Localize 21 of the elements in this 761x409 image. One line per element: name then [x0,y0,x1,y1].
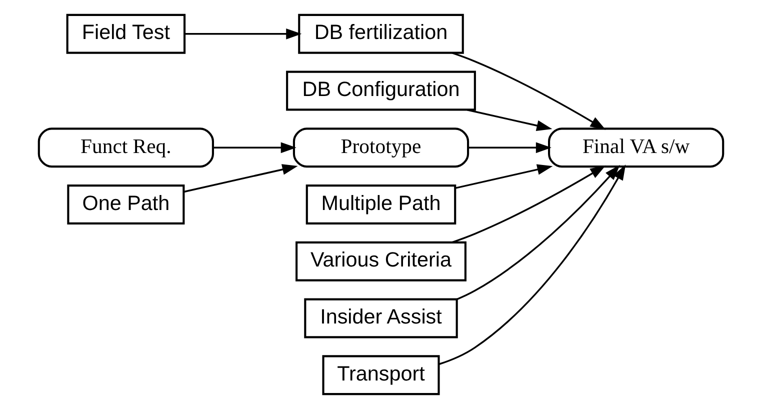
node-box: Funct Req. [37,128,214,168]
node-box: Final VA s/w [548,128,724,168]
arrow [438,164,626,366]
node-box: Insider Assist [304,298,458,338]
arrow [213,142,296,154]
arrow [468,142,551,154]
arrow [451,52,606,130]
node-box: Various Criteria [295,241,466,282]
node-box: One Path [66,184,184,224]
arrow [466,109,552,131]
node-box: Prototype [292,128,469,168]
arrow [183,164,298,193]
arrow [456,164,620,300]
arrow [451,165,606,244]
node-box: Transport [322,355,440,396]
arrow [184,28,302,40]
node-box: DB Configuration [286,70,476,111]
node-box: Multiple Path [305,184,456,224]
node-box: DB fertilization [298,14,464,54]
node-box: Field Test [66,14,186,54]
arrow [454,164,552,189]
